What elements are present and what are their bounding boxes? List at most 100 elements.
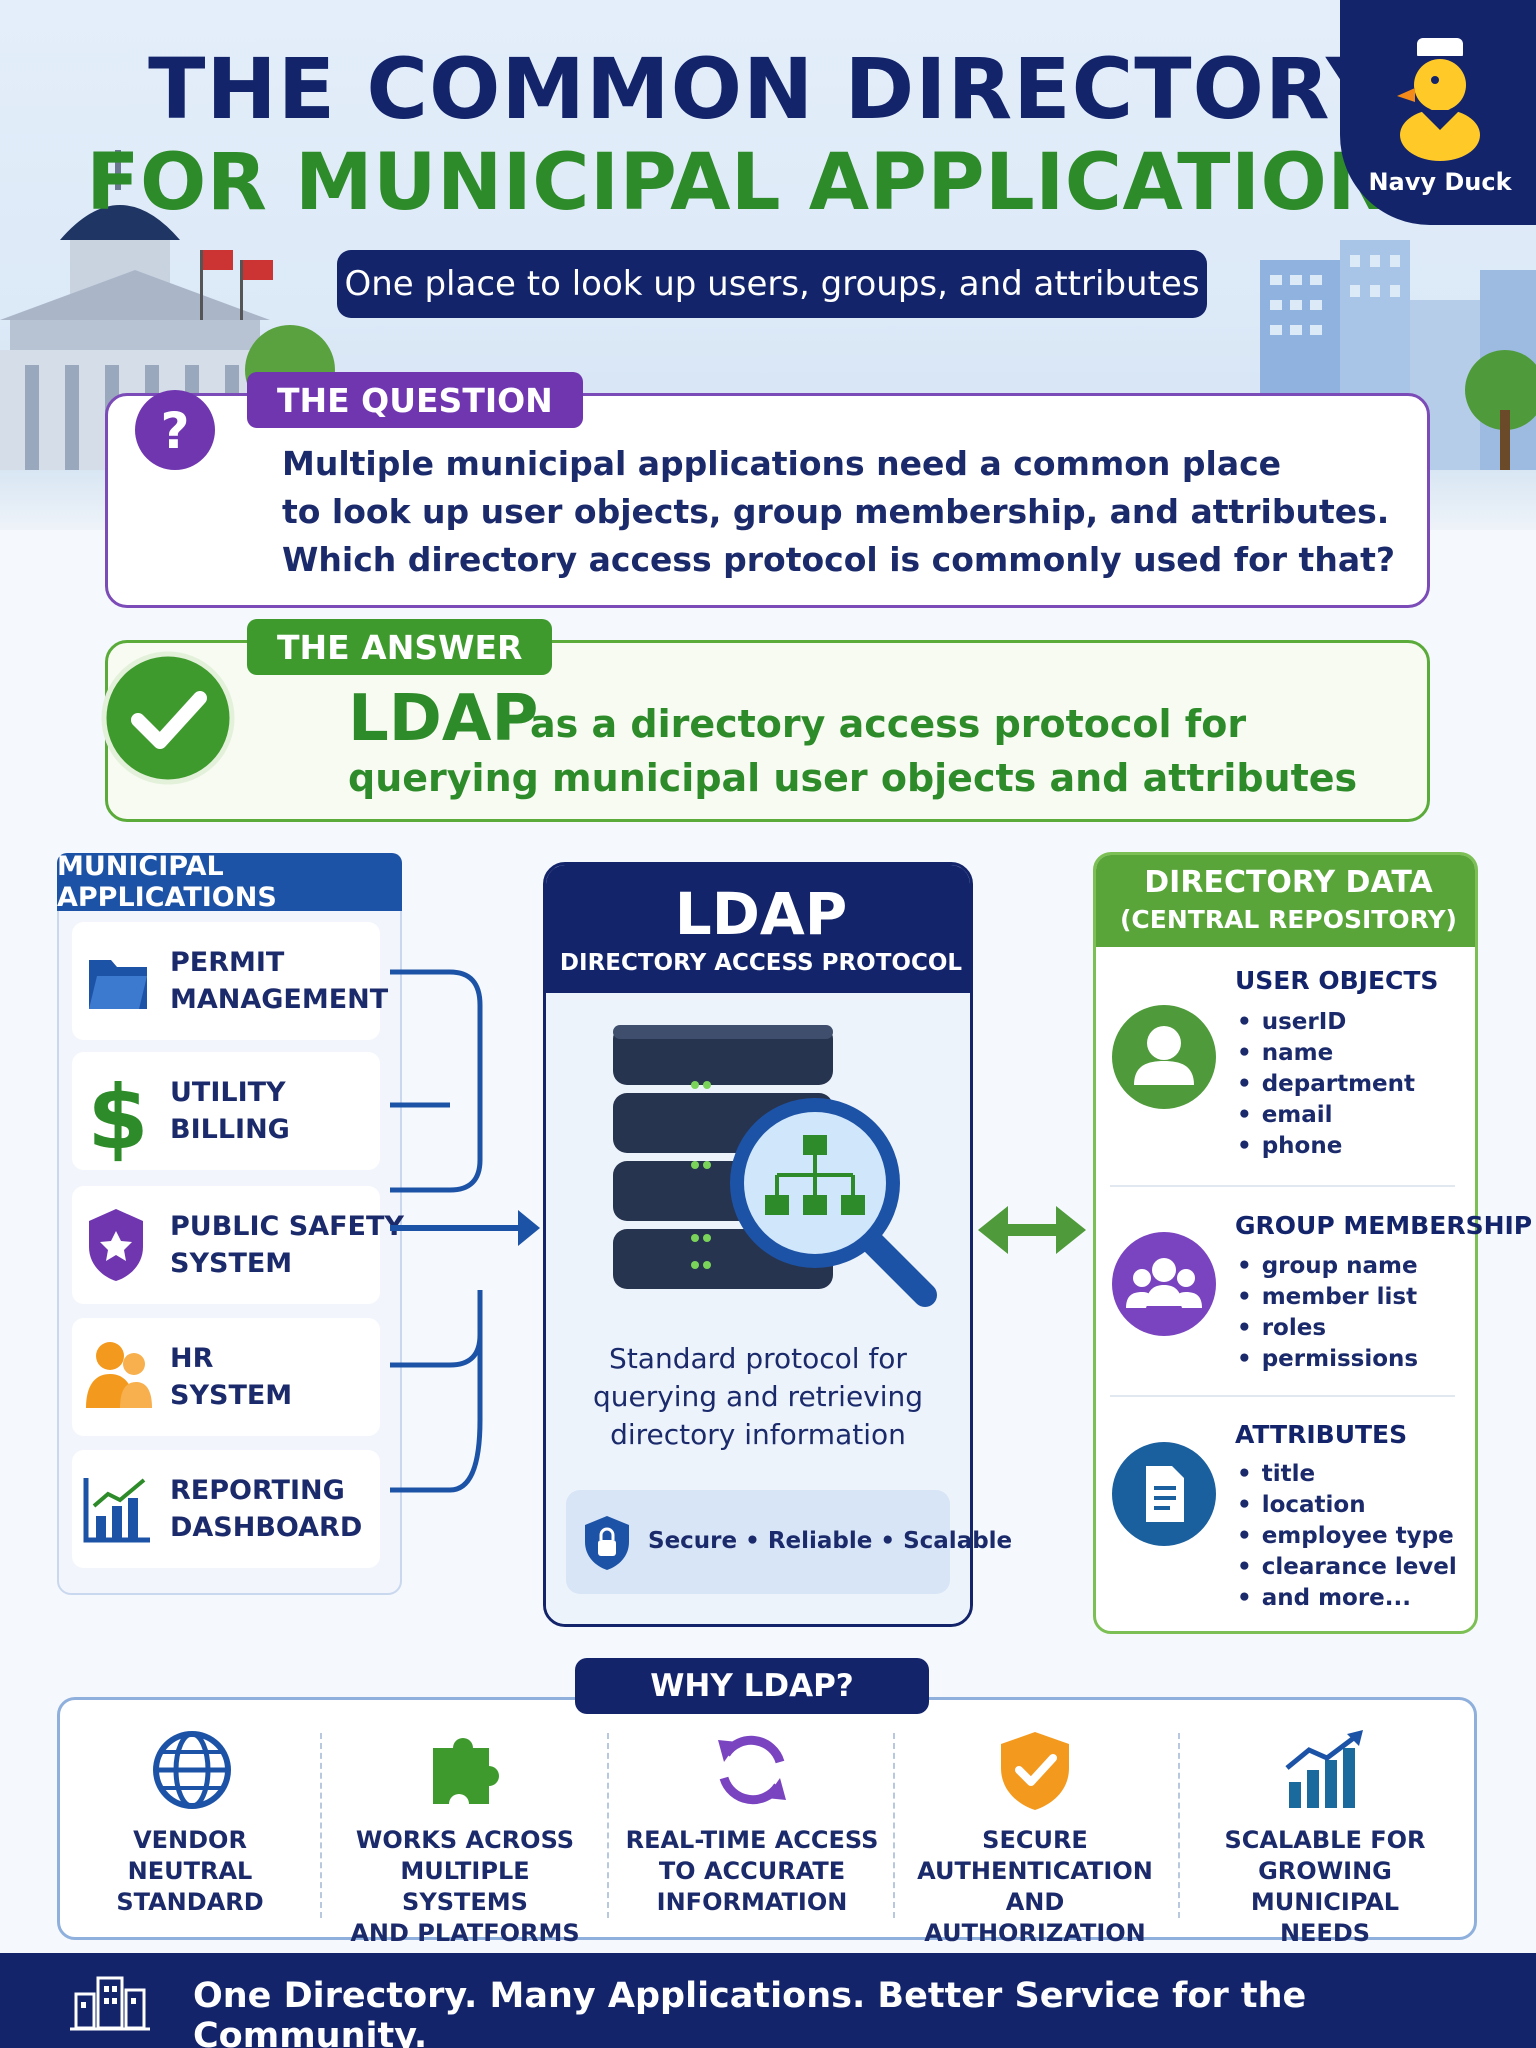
question-tag: THE QUESTION xyxy=(247,372,583,428)
app-label-utility: UTILITY BILLING xyxy=(170,1074,290,1148)
question-text: Multiple municipal applications need a c… xyxy=(282,440,1402,584)
server-search-icon xyxy=(613,1025,937,1307)
app-label-line: PERMIT xyxy=(170,947,285,978)
checkmark-icon xyxy=(101,651,235,785)
user-icon xyxy=(1112,1005,1216,1109)
list-item: roles xyxy=(1237,1313,1418,1344)
why-label-line: AND AUTHORIZATION xyxy=(924,1888,1146,1947)
why-label-line: AND PLATFORMS xyxy=(350,1919,580,1947)
divider xyxy=(320,1733,322,1918)
app-label-line: BILLING xyxy=(170,1114,290,1145)
divider xyxy=(893,1733,895,1918)
bidirectional-arrow-icon xyxy=(978,1206,1086,1254)
title-line-1: THE COMMON DIRECTORY xyxy=(148,40,1388,138)
list-item: location xyxy=(1237,1490,1457,1521)
why-label-line: SECURE xyxy=(982,1826,1088,1854)
refresh-icon xyxy=(718,1735,786,1805)
brand-label: Navy Duck xyxy=(1368,168,1512,196)
list-item: title xyxy=(1237,1459,1457,1490)
app-label-line: UTILITY xyxy=(170,1077,286,1108)
list-item: name xyxy=(1237,1038,1415,1069)
app-label-line: SYSTEM xyxy=(170,1380,293,1411)
duck-icon xyxy=(1397,38,1480,161)
why-label: VENDOR NEUTRAL STANDARD xyxy=(60,1825,320,1918)
city-skyline-illustration xyxy=(1260,240,1536,490)
document-icon xyxy=(1112,1442,1216,1546)
app-card-utility[interactable] xyxy=(72,1052,380,1170)
ldap-description-line: directory information xyxy=(610,1418,906,1451)
subtitle-pill: One place to look up users, groups, and … xyxy=(337,250,1207,318)
app-label-public-safety: PUBLIC SAFETY SYSTEM xyxy=(170,1208,404,1282)
divider xyxy=(1110,1185,1455,1187)
why-label-line: SCALABLE FOR xyxy=(1224,1826,1426,1854)
svg-text:?: ? xyxy=(160,402,189,460)
question-line: to look up user objects, group membershi… xyxy=(282,492,1390,531)
footer-tagline: One Directory. Many Applications. Better… xyxy=(193,1976,1307,2048)
puzzle-icon xyxy=(433,1738,499,1804)
list-item: employee type xyxy=(1237,1521,1457,1552)
list-item: phone xyxy=(1237,1131,1415,1162)
why-label-line: INFORMATION xyxy=(656,1888,848,1916)
why-label: REAL-TIME ACCESS TO ACCURATE INFORMATION xyxy=(622,1825,882,1918)
why-label-line: NEUTRAL xyxy=(127,1857,253,1885)
question-card xyxy=(105,393,1430,608)
ldap-title: LDAP xyxy=(674,880,848,948)
question-mark-icon: ? xyxy=(135,390,215,470)
badge-icon xyxy=(89,1209,143,1281)
question-line: Multiple municipal applications need a c… xyxy=(282,444,1282,483)
list-item: email xyxy=(1237,1100,1415,1131)
group-icon xyxy=(1112,1232,1216,1336)
list-item: permissions xyxy=(1237,1344,1418,1375)
app-card-hr[interactable] xyxy=(72,1318,380,1436)
shield-check-icon xyxy=(1001,1732,1069,1810)
ldap-panel-header xyxy=(546,865,970,993)
connector-bracket xyxy=(390,969,540,1493)
divider xyxy=(1178,1733,1180,1918)
why-label-line: MULTIPLE SYSTEMS xyxy=(400,1857,530,1916)
app-label-line: HR xyxy=(170,1343,214,1374)
directory-section-title: USER OBJECTS xyxy=(1235,966,1439,995)
people-icon xyxy=(86,1342,152,1408)
why-label: SECURE AUTHENTICATION AND AUTHORIZATION xyxy=(905,1825,1165,1949)
directory-section-list: userID name department email phone xyxy=(1237,1007,1415,1162)
app-label-permit: PERMIT MANAGEMENT xyxy=(170,944,388,1018)
app-label-reporting: REPORTING DASHBOARD xyxy=(170,1472,362,1546)
ldap-description: Standard protocol for querying and retri… xyxy=(560,1340,956,1454)
growth-chart-icon xyxy=(1285,1730,1363,1808)
why-label-line: TO ACCURATE xyxy=(658,1857,846,1885)
why-label: WORKS ACROSS MULTIPLE SYSTEMS AND PLATFO… xyxy=(335,1825,595,1949)
app-card-reporting[interactable] xyxy=(72,1450,380,1568)
app-label-hr: HR SYSTEM xyxy=(170,1340,292,1414)
list-item: group name xyxy=(1237,1251,1418,1282)
list-item: and more... xyxy=(1237,1583,1457,1614)
ldap-description-line: Standard protocol for xyxy=(609,1342,907,1375)
answer-highlight: LDAP xyxy=(348,682,539,756)
why-label-line: VENDOR xyxy=(133,1826,247,1854)
why-label-line: STANDARD xyxy=(116,1888,264,1916)
why-label-line: GROWING MUNICIPAL xyxy=(1250,1857,1400,1916)
qualities-text: Secure • Reliable • Scalable xyxy=(648,1528,1013,1554)
directory-section-list: group name member list roles permissions xyxy=(1237,1251,1418,1375)
directory-section-title: GROUP MEMBERSHIP xyxy=(1235,1211,1533,1240)
app-label-line: REPORTING xyxy=(170,1475,345,1506)
list-item: member list xyxy=(1237,1282,1418,1313)
directory-section-list: title location employee type clearance l… xyxy=(1237,1459,1457,1614)
answer-line-1: as a directory access protocol for xyxy=(530,702,1247,746)
app-label-line: DASHBOARD xyxy=(170,1512,363,1543)
list-item: userID xyxy=(1237,1007,1415,1038)
footer-bar xyxy=(0,1953,1536,2048)
why-label-line: AUTHENTICATION xyxy=(917,1857,1153,1885)
directory-section-title: ATTRIBUTES xyxy=(1235,1420,1408,1449)
app-label-line: SYSTEM xyxy=(170,1248,293,1279)
ldap-subtitle: DIRECTORY ACCESS PROTOCOL xyxy=(559,950,963,976)
lock-shield-icon xyxy=(585,1516,629,1570)
directory-subtitle: (CENTRAL REPOSITORY) xyxy=(1120,905,1457,934)
app-label-line: PUBLIC SAFETY xyxy=(170,1211,404,1242)
why-label-line: WORKS ACROSS xyxy=(355,1826,575,1854)
why-label-line: NEEDS xyxy=(1279,1919,1371,1947)
list-item: clearance level xyxy=(1237,1552,1457,1583)
directory-title: DIRECTORY DATA xyxy=(1144,865,1433,900)
divider xyxy=(607,1733,609,1918)
why-ldap-title: WHY LDAP? xyxy=(575,1658,929,1714)
directory-panel-header xyxy=(1096,855,1475,947)
